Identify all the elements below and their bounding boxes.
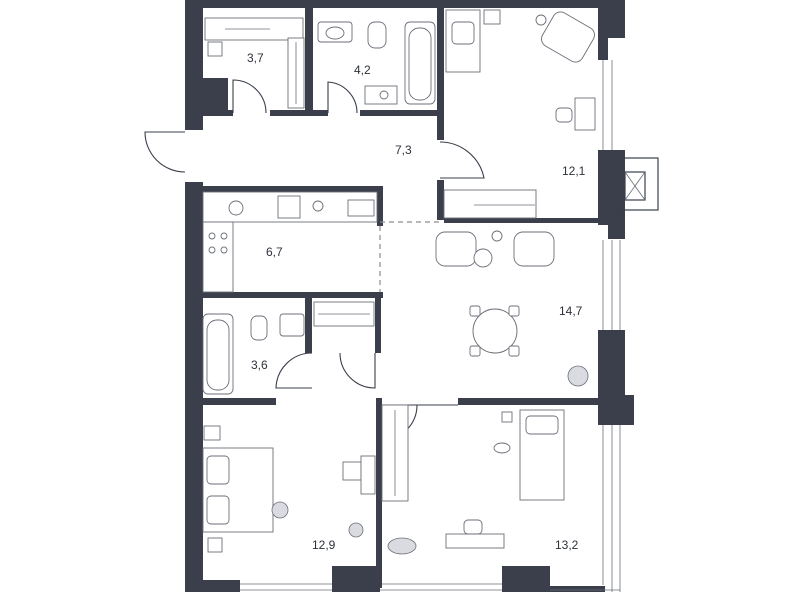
bathroom-mid-fixtures	[202, 301, 375, 395]
area-labels: 3,7 4,2 7,3 12,1 6,7 14,7 3,6 12,9 13,2	[247, 51, 586, 552]
open-plan-boundary	[379, 221, 440, 292]
area-label-bathroom-mid: 3,6	[251, 358, 268, 372]
kitchen-furniture	[202, 191, 378, 293]
area-label-bedroom-top-right: 12,1	[562, 164, 586, 178]
windows	[240, 60, 659, 592]
area-label-kitchen: 6,7	[266, 245, 283, 259]
bedroom-top-furniture	[443, 9, 596, 219]
area-label-living: 14,7	[559, 304, 583, 318]
interior-walls	[200, 8, 598, 588]
area-label-wardrobe: 3,7	[247, 51, 264, 65]
living-furniture	[435, 230, 589, 387]
area-label-bedroom-bottom-right: 13,2	[555, 538, 579, 552]
area-label-bathroom-top: 4,2	[354, 63, 371, 77]
wardrobe-furniture	[204, 17, 305, 109]
bathroom-top-fixtures	[317, 21, 436, 105]
bedroom-bottom-left-furniture	[202, 425, 376, 553]
bedroom-bottom-right-furniture	[381, 404, 565, 555]
outer-walls	[185, 0, 634, 592]
area-label-bedroom-bottom-left: 12,9	[312, 538, 336, 552]
area-label-hall: 7,3	[395, 143, 412, 157]
